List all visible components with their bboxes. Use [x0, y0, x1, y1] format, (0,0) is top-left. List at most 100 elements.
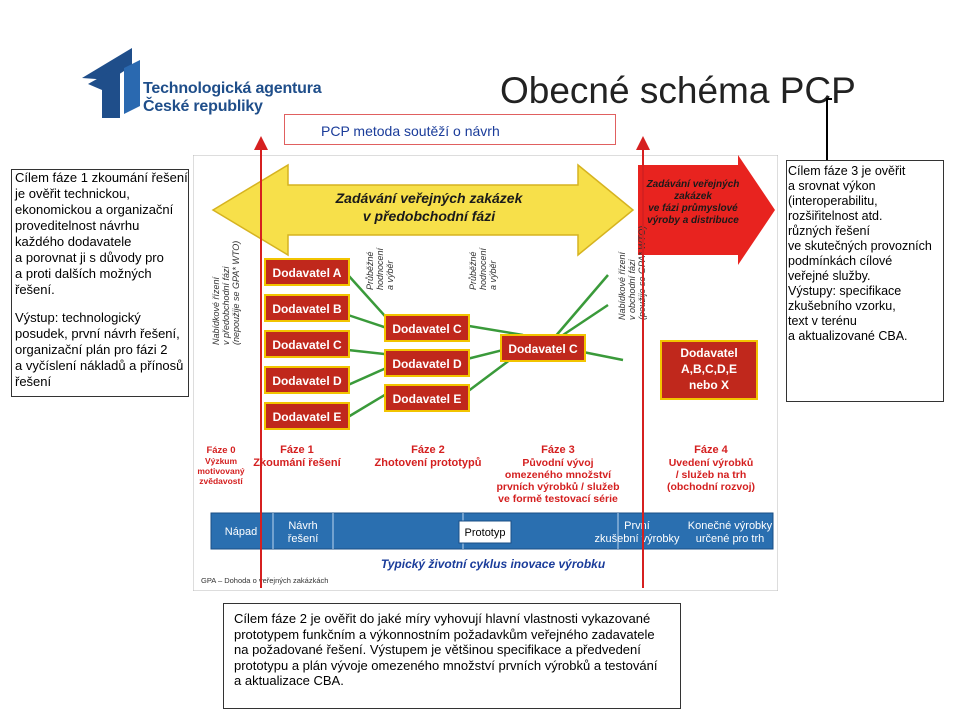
bottom-line: a aktualizace CBA.: [234, 673, 344, 688]
supplier-e2-box: [384, 384, 470, 412]
supplier-d2-box: [384, 349, 470, 377]
supplier-final-line1: Dodavatel: [680, 346, 737, 360]
phase2-description-box: Cílem fáze 2 je ověřit do jaké míry vyho…: [223, 603, 681, 709]
phase4-line1: Fáze 4: [694, 444, 729, 456]
phase0-line4: zvědavostí: [199, 476, 243, 486]
left-line: proveditelnost návrhu: [15, 218, 140, 233]
yellow-arrow-title-1: Zadávání veřejných zakázek: [335, 190, 524, 206]
phase1-line2: Zkoumání řešení: [253, 457, 341, 469]
cycle-navrh-1: Návrh: [288, 520, 317, 532]
yellow-arrow-title-2: v předobchodní fázi: [363, 208, 496, 224]
connector-title-horizontal: [826, 98, 832, 100]
phase3-line4: prvních výrobků / služeb: [496, 481, 619, 493]
phase3-line3: omezeného množství: [505, 469, 612, 481]
bottom-line: Cílem fáze 2 je ověřit do jaké míry vyho…: [234, 611, 651, 626]
supplier-c3-label: Dodavatel C: [508, 342, 578, 356]
bottom-line: prototypu a plán vývoje omezeného množst…: [234, 657, 658, 673]
left-line: organizační plán pro fázi 2: [15, 342, 168, 357]
supplier-b-label: Dodavatel B: [272, 302, 342, 316]
red-arrow-title-1: Zadávání veřejných: [646, 179, 740, 190]
cycle-prvni-1: První: [624, 520, 650, 532]
red-arrow-title-3: ve fázi průmyslové: [648, 202, 738, 214]
right-line: veřejné služby.: [788, 269, 871, 283]
phase3-line5: ve formě testovací série: [498, 493, 618, 505]
left-line: řešení.: [15, 282, 55, 297]
red-marker-line-2: [642, 148, 644, 588]
supplier-final-line2: A,B,C,D,E: [681, 362, 737, 376]
logo-line2: České republiky: [143, 98, 263, 115]
right-line: a srovnat výkon: [788, 179, 876, 193]
right-line: rozšiřitelnost atd.: [788, 209, 883, 223]
left-line: je ověřit technickou,: [15, 186, 130, 201]
phase1-line1: Fáze 1: [280, 444, 314, 456]
bottom-line: na požadované řešení. Výstupem je většin…: [234, 642, 641, 657]
supplier-final-line3: nebo X: [689, 378, 729, 392]
phase4-line2: Uvedení výrobků: [669, 457, 754, 469]
v2-line1: Průběžné: [365, 251, 375, 290]
v4-line1: Nabídkové řízení: [617, 250, 627, 320]
cycle-title: Typický životní cyklus inovace výrobku: [381, 557, 606, 571]
left-line: řešení: [15, 374, 52, 389]
left-line: a porovnat ji s důvody pro: [15, 250, 164, 265]
connector-title-vertical: [826, 98, 828, 170]
phase1-description-box: Cílem fáze 1 zkoumání řešení je ověřit t…: [11, 169, 189, 397]
red-marker-arrowhead-2: [636, 136, 650, 150]
left-line: a vyčíslení nákladů a přínosů: [15, 358, 184, 373]
left-line: a proti dalších možných: [15, 266, 152, 281]
v1-line2: v předobchodní fázi: [221, 265, 231, 345]
left-line: posudek, první návrh řešení,: [15, 326, 180, 341]
supplier-c-label: Dodavatel C: [272, 338, 342, 352]
right-line: text v terénu: [788, 314, 857, 328]
yellow-arrow: [211, 163, 635, 257]
cycle-napad: Nápad: [225, 526, 257, 538]
phase3-line2: Původní vývoj: [522, 457, 593, 469]
supplier-a-box: [264, 258, 350, 286]
phase2-line2: Zhotovení prototypů: [375, 457, 482, 469]
vertical-label-evaluation-1: Průběžné hodnocení a výběr: [365, 246, 395, 290]
phase4-line4: (obchodní rozvoj): [667, 481, 755, 493]
supplier-d-box: [264, 366, 350, 394]
technology-agency-logo: [82, 48, 140, 118]
supplier-c-box: [264, 330, 350, 358]
left-line: [15, 298, 188, 310]
v3-line2: hodnocení: [478, 246, 488, 290]
v2-line3: a výběr: [385, 259, 395, 290]
v3-line1: Průběžné: [468, 251, 478, 290]
phase3-description-box: Cílem fáze 3 je ověřit a srovnat výkon (…: [786, 160, 944, 402]
right-line: podmínkách cílové: [788, 254, 893, 268]
page-title: Obecné schéma PCP: [500, 70, 856, 111]
v3-line3: a výběr: [488, 259, 498, 290]
bottom-line: prototypem funkčním a výkonnostním požad…: [234, 626, 655, 642]
phase0-line2: Výzkum: [205, 456, 238, 466]
v1-line3: (nepoužije se GPA* WTO): [231, 241, 241, 345]
cycle-prvni-2: zkušební výrobky: [595, 533, 680, 545]
left-line: Cílem fáze 1 zkoumání řešení: [15, 170, 188, 185]
right-line: ve skutečných provozních: [788, 239, 932, 253]
cycle-navrh-2: řešení: [288, 533, 319, 545]
phase0-line1: Fáze 0: [206, 445, 235, 456]
supplier-c2-label: Dodavatel C: [392, 322, 462, 336]
phase4-line3: / služeb na trh: [676, 469, 747, 481]
cycle-prototyp: Prototyp: [465, 527, 506, 539]
v1-line1: Nabídkové řízení: [211, 275, 221, 345]
gpa-footnote: GPA – Dohoda o veřejných zakázkách: [201, 576, 328, 585]
right-line: (interoperabilitu,: [788, 194, 878, 208]
right-line: různých řešení: [788, 224, 870, 238]
supplier-a-label: Dodavatel A: [273, 266, 342, 280]
logo-line1: Technologická agentura: [143, 80, 322, 97]
red-arrow-title-2: zakázek: [673, 191, 712, 202]
left-line: Výstup: technologický: [15, 310, 141, 325]
right-line: zkušebního vzorku,: [788, 299, 896, 313]
left-line: každého dodavatele: [15, 234, 132, 249]
supplier-d-label: Dodavatel D: [272, 374, 342, 388]
cycle-prototyp-box: [458, 520, 512, 544]
cycle-konecne-1: Konečné výrobky: [688, 520, 773, 532]
pcp-method-label: PCP metoda soutěží o návrh: [284, 114, 616, 145]
phase2-line1: Fáze 2: [411, 444, 445, 456]
supplier-e2-label: Dodavatel E: [393, 392, 462, 406]
right-line: a aktualizované CBA.: [788, 329, 908, 343]
supplier-d2-label: Dodavatel D: [392, 357, 462, 371]
cycle-konecne-2: určené pro trh: [696, 533, 764, 545]
v4-line2: v obchodní fázi: [627, 258, 637, 320]
supplier-final-box: [660, 340, 758, 400]
